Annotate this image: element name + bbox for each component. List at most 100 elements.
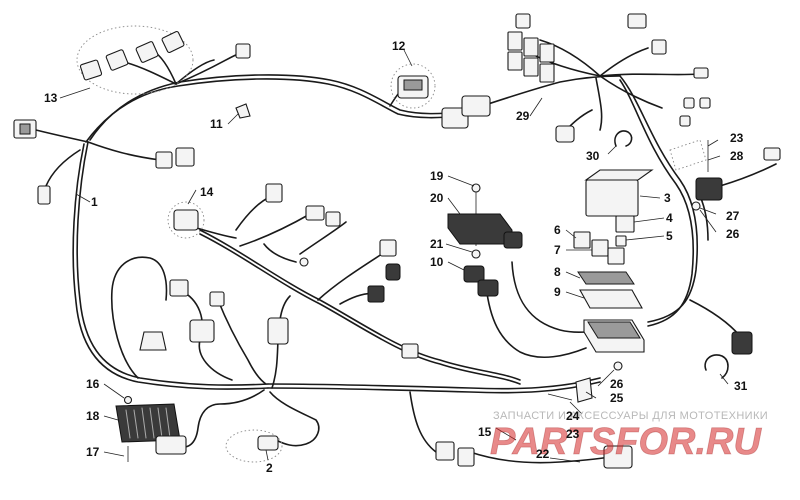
watermark-caption: ЗАПЧАСТИ И АКСЕССУАРЫ ДЛЯ МОТОТЕХНИКИ [493, 410, 768, 422]
callout-21: 21 [430, 237, 444, 251]
callout-27: 27 [726, 209, 740, 223]
callout-11: 11 [210, 117, 223, 131]
ground-lug [299, 257, 309, 267]
callout-23a: 23 [730, 131, 744, 145]
callout-17: 17 [86, 445, 100, 459]
callout-26b: 26 [610, 377, 624, 391]
terminal-top-right [693, 67, 709, 79]
fuse-cover-3-top [584, 169, 654, 181]
callout-15: 15 [478, 425, 492, 439]
connector-left-pair-b [175, 147, 195, 167]
connector-13-c [135, 41, 159, 63]
connector-13-e [235, 43, 251, 59]
connector-27 [695, 177, 723, 201]
group-12-outline [390, 63, 436, 109]
connector-center-a [265, 183, 283, 203]
callout-22: 22 [536, 447, 550, 461]
connector-center-e [385, 263, 401, 281]
callout-26a: 26 [726, 227, 740, 241]
connector-29-c [555, 125, 575, 143]
watermark: ЗАПЧАСТИ И АКСЕССУАРЫ ДЛЯ МОТОТЕХНИКИ PA… [490, 410, 768, 463]
ring-30 [614, 130, 633, 147]
connector-top-right-b [651, 39, 667, 55]
connector-22 [603, 445, 633, 469]
connector-right-low [731, 331, 753, 355]
connector-center-c [325, 211, 341, 227]
callout-9: 9 [554, 285, 561, 299]
terminal-right-c [679, 115, 691, 127]
connector-left-mid-c [189, 319, 215, 343]
callout-numbers: 1 2 3 4 5 6 7 8 9 10 11 12 13 14 15 16 1… [44, 39, 748, 475]
callout-2: 2 [266, 461, 273, 475]
callout-14: 14 [200, 185, 214, 199]
callout-6: 6 [554, 223, 561, 237]
connector-center-f [367, 285, 385, 303]
gasket-9 [579, 289, 643, 309]
group-13-outline [76, 25, 194, 95]
callout-7: 7 [554, 243, 561, 257]
screw-24 [547, 393, 573, 401]
callout-28: 28 [730, 149, 744, 163]
callout-29: 29 [516, 109, 530, 123]
leader-lines [59, 49, 729, 463]
screw-19-head [471, 183, 481, 193]
relay-7a [591, 239, 609, 257]
connector-13-d [161, 30, 185, 54]
clip-31 [704, 354, 729, 379]
connector-left-lower [37, 185, 51, 205]
clip-11 [235, 103, 251, 119]
group-14-outline [167, 201, 205, 239]
watermark-brand: PARTSFOR.RU [490, 421, 762, 463]
fuse-cover-3 [585, 179, 639, 217]
callout-12: 12 [392, 39, 406, 53]
connector-left-mid-d [267, 317, 289, 345]
callout-25: 25 [610, 391, 624, 405]
module-20 [447, 213, 513, 245]
relay-7b [607, 247, 625, 265]
relay-4 [615, 215, 635, 233]
callout-1: 1 [91, 195, 98, 209]
terminal-right-b [699, 97, 711, 109]
connector-10c [503, 231, 523, 249]
main-harness-wires [35, 39, 777, 464]
callout-3: 3 [664, 191, 671, 205]
nut-26-top [691, 201, 701, 211]
nut-26-bottom [613, 361, 623, 371]
connector-13-b [105, 49, 129, 71]
callout-19: 19 [430, 169, 444, 183]
callout-18: 18 [86, 409, 100, 423]
connector-29-b [461, 95, 491, 117]
callout-8: 8 [554, 265, 561, 279]
connector-center-d [379, 239, 397, 257]
terminal-right-a [683, 97, 695, 109]
connector-bottom-c [457, 447, 475, 467]
callout-13: 13 [44, 91, 58, 105]
connector-left-bell [139, 331, 167, 351]
connector-left-pair-a [155, 151, 173, 169]
connector-left-mid-a [169, 279, 189, 297]
bracket-23 [669, 139, 707, 171]
callout-16: 16 [86, 377, 100, 391]
sensor-28 [763, 147, 781, 161]
relay-6 [573, 231, 591, 249]
connector-left-top-latch [19, 123, 31, 135]
connector-bottom-a [401, 343, 419, 359]
nut-16 [123, 395, 133, 405]
connector-10a [463, 265, 485, 283]
callout-31: 31 [734, 379, 748, 393]
connector-12-inner [403, 79, 423, 91]
connector-18 [155, 435, 187, 455]
fuse-strip-8 [577, 271, 635, 285]
connector-10b [477, 279, 499, 297]
parts [13, 13, 781, 469]
bracket-25 [575, 377, 593, 403]
connector-center-b [305, 205, 325, 221]
callout-10: 10 [430, 255, 444, 269]
callout-5: 5 [666, 229, 673, 243]
connector-top-right-a [627, 13, 647, 29]
fuse-5 [615, 235, 627, 247]
connector-left-mid-b [209, 291, 225, 307]
callout-4: 4 [666, 211, 673, 225]
fuse-block-face [587, 321, 641, 339]
